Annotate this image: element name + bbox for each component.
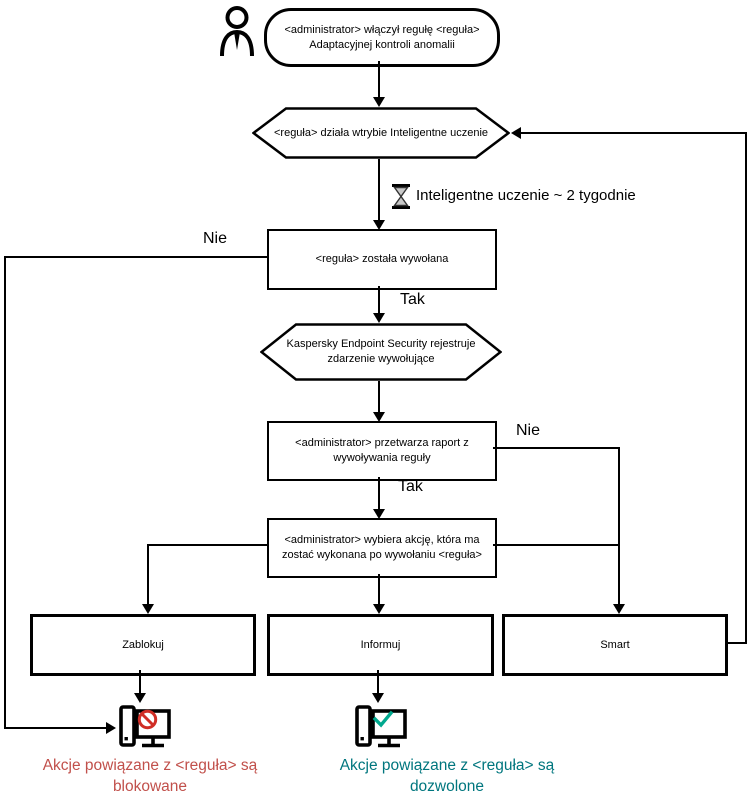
connector-line xyxy=(378,381,380,412)
node-action-block-label: Zablokuj xyxy=(122,639,164,651)
connector-line xyxy=(139,670,141,694)
check-icon xyxy=(372,710,394,728)
caption-blocked: Akcje powiązane z <reguła> są blokowane xyxy=(25,756,275,798)
arrowhead xyxy=(373,412,385,422)
arrowhead xyxy=(373,604,385,614)
hexagon-shape xyxy=(251,107,511,159)
hexagon-shape xyxy=(259,323,503,381)
learning-note-label: Inteligentne uczenie ~ 2 tygodnie xyxy=(416,187,636,204)
caption-allowed-line2: dozwolone xyxy=(409,777,485,795)
node-rule-mode-label: <reguła> działa wtrybie Inteligentne ucz… xyxy=(273,126,489,139)
computer-blocked-icon xyxy=(119,705,171,748)
node-kes-registers-text: Kaspersky Endpoint Security rejestruje z… xyxy=(260,323,502,381)
arrowhead xyxy=(511,127,521,139)
node-admin-action: <administrator> wybiera akcję, która ma … xyxy=(267,518,497,578)
arrowhead xyxy=(106,722,116,734)
caption-blocked-line2: blokowane xyxy=(112,777,188,795)
connector-line xyxy=(722,642,747,644)
arrowhead xyxy=(373,313,385,323)
node-start-line1: <administrator> włączył regułę <reguła> xyxy=(284,23,480,36)
connector-line xyxy=(618,447,620,605)
connector-line xyxy=(147,544,149,605)
person-icon xyxy=(220,6,254,57)
node-rule-mode: <reguła> działa wtrybie Inteligentne ucz… xyxy=(251,107,511,159)
connector-line xyxy=(493,447,620,449)
connector-line xyxy=(520,132,747,134)
node-kes-registers-line2: zdarzenie wywołujące xyxy=(327,353,435,365)
arrowhead xyxy=(142,604,154,614)
connector-line xyxy=(378,61,380,98)
connector-line xyxy=(493,544,620,546)
node-start-line2: Adaptacyjnej kontroli anomalii xyxy=(309,38,455,51)
node-action-smart-label: Smart xyxy=(600,639,630,651)
arrowhead xyxy=(372,693,384,703)
node-admin-report-line2: wywoływania reguły xyxy=(333,452,431,464)
node-rule-triggered: <reguła> została wywołana xyxy=(267,229,497,290)
node-rule-triggered-label: <reguła> została wywołana xyxy=(315,253,449,266)
node-admin-report-line1: <administrator> przetwarza raport z xyxy=(295,437,469,450)
node-action-inform-label: Informuj xyxy=(360,639,401,651)
arrowhead xyxy=(134,693,146,703)
edge-label-tak-2: Tak xyxy=(398,478,423,495)
connector-line xyxy=(147,544,267,546)
connector-line xyxy=(4,256,267,258)
connector-line xyxy=(377,670,379,694)
node-action-smart: Smart xyxy=(502,614,728,676)
arrowhead xyxy=(373,97,385,107)
node-action-inform: Informuj xyxy=(267,614,494,676)
connector-line xyxy=(4,256,6,729)
connector-line xyxy=(745,132,747,644)
node-admin-action-line2: zostać wykonana po wywołaniu <reguła> xyxy=(282,549,482,561)
connector-line xyxy=(378,477,380,509)
edge-label-tak-1: Tak xyxy=(400,291,425,308)
prohibition-icon xyxy=(137,709,158,730)
connector-line xyxy=(378,574,380,605)
edge-label-nie-2: Nie xyxy=(516,422,541,439)
caption-blocked-line1: Akcje powiązane z <reguła> są xyxy=(42,757,258,774)
arrowhead xyxy=(613,604,625,614)
connector-line xyxy=(378,159,380,220)
node-start: <administrator> włączył regułę <reguła> … xyxy=(264,8,500,67)
connector-line xyxy=(378,286,380,313)
computer-allowed-icon xyxy=(355,705,407,748)
node-admin-report: <administrator> przetwarza raport z wywo… xyxy=(267,421,497,481)
caption-allowed-line1: Akcje powiązane z <reguła> są xyxy=(339,757,555,774)
hourglass-icon xyxy=(392,184,410,209)
arrowhead xyxy=(373,509,385,519)
arrowhead xyxy=(373,220,385,230)
node-kes-registers: Kaspersky Endpoint Security rejestruje z… xyxy=(259,323,503,381)
edge-label-nie-1: Nie xyxy=(203,230,228,247)
node-admin-action-line1: <administrator> wybiera akcję, która ma xyxy=(284,534,480,547)
node-action-block: Zablokuj xyxy=(30,614,256,676)
caption-allowed: Akcje powiązane z <reguła> są dozwolone xyxy=(333,756,561,798)
connector-line xyxy=(4,727,106,729)
node-kes-registers-line1: Kaspersky Endpoint Security rejestruje xyxy=(286,338,476,351)
